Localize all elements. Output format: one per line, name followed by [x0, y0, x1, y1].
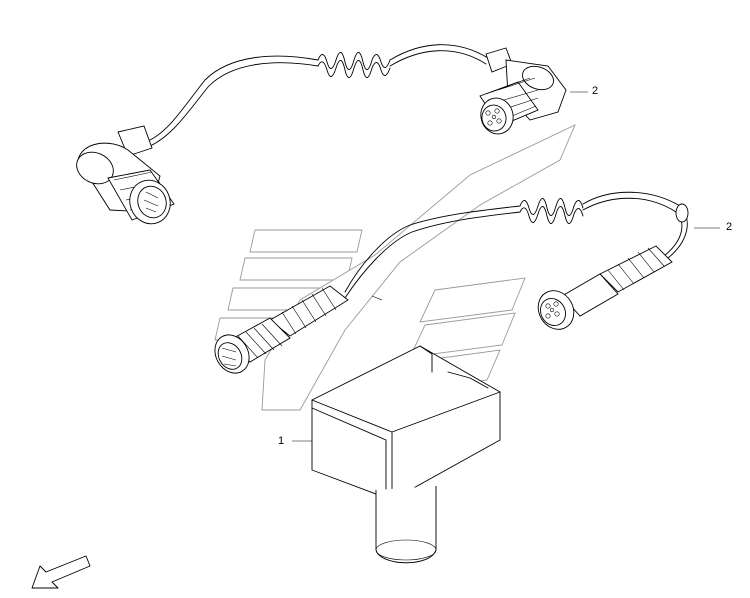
cable-assembly-upper [76, 44, 588, 225]
callout-2-upper: 2 [592, 85, 599, 97]
cable-assembly-lower [214, 191, 720, 374]
arrow-down-left-icon [31, 555, 91, 589]
straight-connector-left [214, 285, 383, 374]
straight-connector-right [537, 245, 673, 330]
control-unit-part-1 [292, 345, 501, 564]
angled-connector-right [479, 47, 567, 135]
angled-connector-left [76, 125, 175, 225]
callout-2-lower: 2 [726, 221, 733, 233]
callout-1: 1 [278, 435, 285, 447]
